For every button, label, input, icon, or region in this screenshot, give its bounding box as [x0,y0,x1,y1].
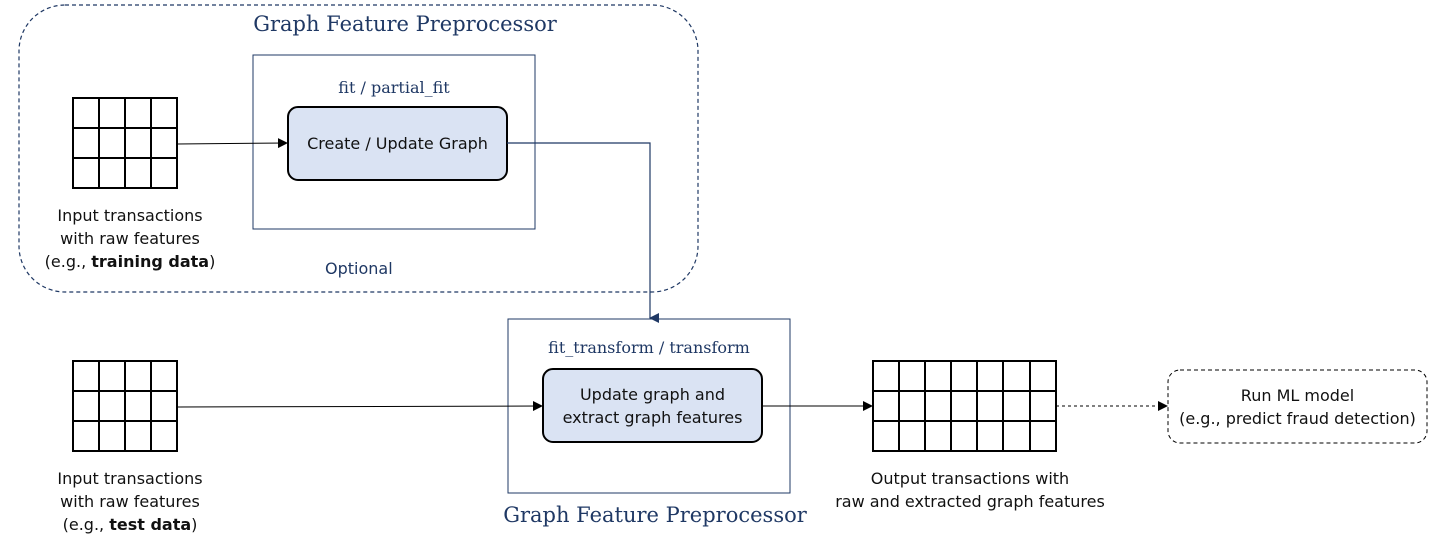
optional-label: Optional [325,259,393,278]
create-update-graph-label: Create / Update Graph [288,107,507,180]
test-caption-line2: with raw features [60,492,200,511]
bottom-preprocessor-title: Graph Feature Preprocessor [503,503,807,527]
top-preprocessor-box [252,54,536,230]
output-caption: Output transactions with raw and extract… [820,467,1120,513]
update-graph-line1: Update graph and [579,384,726,404]
test-caption-line1: Input transactions [57,469,203,488]
ml-model-label: Run ML model (e.g., predict fraud detect… [1168,370,1427,443]
test-input-caption: Input transactions with raw features (e.… [20,467,240,536]
training-input-caption: Input transactions with raw features (e.… [20,204,240,273]
arrow-graph-to-transform [507,142,659,323]
update-extract-graph-label: Update graph and extract graph features [543,369,762,442]
arrow-training-to-graph [176,138,288,149]
top-preprocessor-title: Graph Feature Preprocessor [253,12,557,36]
test-data-bold: test data [109,515,192,534]
training-caption-line1: Input transactions [57,206,203,225]
ml-model-line2: (e.g., predict fraud detection) [1179,408,1416,428]
optional-region [18,4,699,293]
training-data-bold: training data [91,252,210,271]
test-caption-line3: (e.g., test data) [62,515,198,534]
output-caption-line2: raw and extracted graph features [835,492,1105,511]
output-caption-line1: Output transactions with [870,469,1070,488]
create-update-graph-text: Create / Update Graph [307,134,488,153]
output-data-grid [872,360,1057,452]
test-data-grid [72,360,178,452]
training-caption-line2: with raw features [60,229,200,248]
update-graph-line2: extract graph features [562,407,743,427]
fit-transform-label: fit_transform / transform [548,338,750,357]
arrow-test-to-update [176,401,543,412]
fit-partial-fit-label: fit / partial_fit [338,78,450,97]
training-data-grid [72,97,178,189]
ml-model-line1: Run ML model [1240,385,1355,405]
training-caption-line3: (e.g., training data) [44,252,216,271]
